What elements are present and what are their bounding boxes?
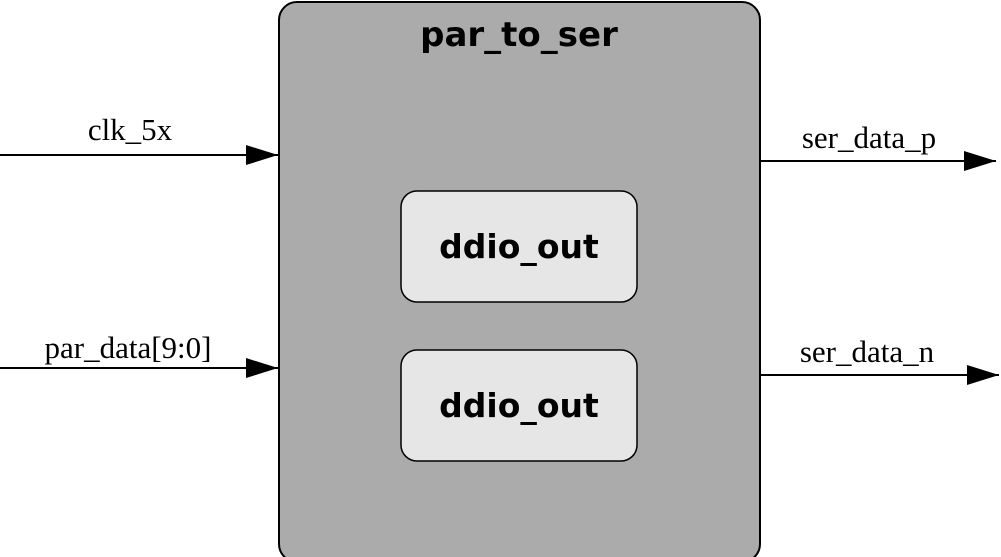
input-label-clk: clk_5x (88, 112, 173, 147)
output-label-ser-p: ser_data_p (802, 120, 936, 155)
submodule-label-1: ddio_out (439, 227, 599, 266)
output-label-ser-n: ser_data_n (800, 334, 935, 369)
module-title: par_to_ser (420, 15, 618, 55)
submodule-block-1 (400, 190, 638, 303)
submodule-block-2 (400, 349, 638, 462)
input-label-par-data: par_data[9:0] (45, 330, 212, 365)
submodule-label-2: ddio_out (439, 386, 599, 425)
